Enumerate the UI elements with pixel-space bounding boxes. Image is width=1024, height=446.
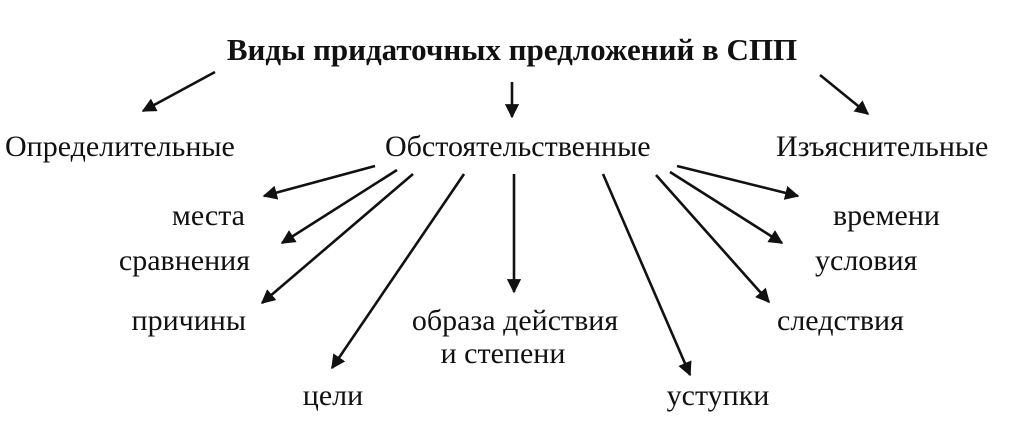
type-comparison: сравнения [119,244,250,277]
type-cause: причины [132,304,246,337]
arrow-to-condition [669,170,784,245]
category-explanatory: Изъяснительные [776,130,988,163]
type-condition: условия [815,244,918,277]
type-time: времени [833,199,940,232]
arrow-to-attributive [141,70,216,113]
category-adverbial: Обстоятельственные [385,130,651,163]
type-place: места [172,199,245,232]
type-manner-line1: образа действия [412,304,619,337]
arrow-to-cause [260,173,414,304]
diagram-title: Виды придаточных предложений в СПП [227,32,797,67]
arrow-to-concession [601,173,692,377]
type-consequence: следствия [777,304,904,337]
arrow-to-place [262,164,376,200]
arrow-to-consequence [655,174,770,304]
arrow-to-purpose [330,173,466,370]
arrow-to-explanatory [819,73,870,116]
arrow-to-comparison [280,168,398,245]
arrow-to-time [676,164,800,200]
type-purpose: цели [303,379,363,412]
type-manner-line2: и степени [441,337,566,370]
type-concession: уступки [667,379,770,412]
category-attributive: Определительные [5,130,235,163]
